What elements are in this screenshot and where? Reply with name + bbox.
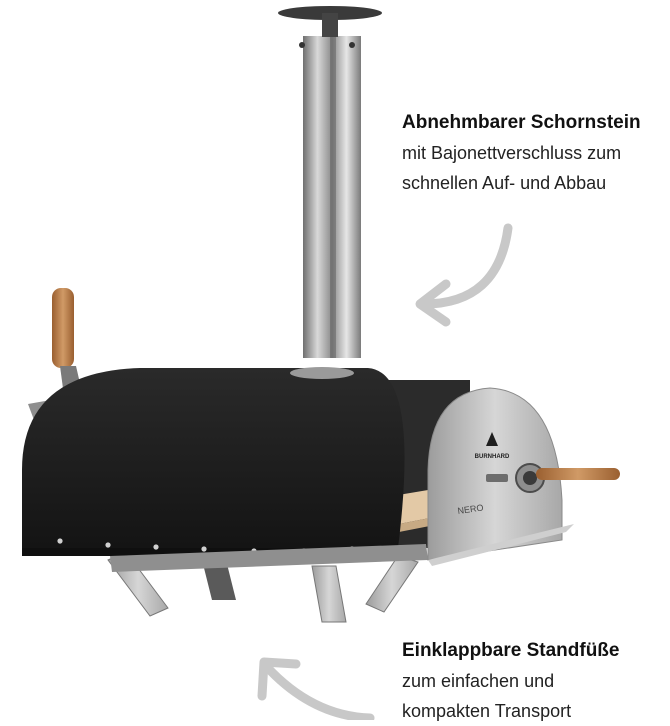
callout-legs: Einklappbare Standfüße zum einfachen und… (402, 636, 619, 726)
chimney-mount (290, 367, 354, 379)
door-latch (486, 474, 508, 482)
arrow-to-chimney (415, 223, 513, 327)
callout-legs-line1: zum einfachen und (402, 671, 555, 691)
chimney (278, 6, 382, 358)
callout-chimney: Abnehmbarer Schornstein mit Bajonettvers… (402, 108, 641, 198)
brand-logo (486, 432, 498, 446)
callout-chimney-title: Abnehmbarer Schornstein (402, 112, 641, 133)
peel-handle-right (536, 468, 620, 480)
arrow-to-legs (257, 657, 375, 720)
oven-body (22, 368, 405, 548)
callout-chimney-line1: mit Bajonettverschluss zum (402, 143, 622, 163)
front-panel: BURNHARD NERO (427, 387, 574, 566)
callout-legs-title: Einklappbare Standfüße (402, 640, 620, 661)
callout-chimney-line2: schnellen Auf- und Abbau (402, 173, 607, 193)
callout-legs-line2: kompakten Transport (402, 701, 572, 721)
model-name: NERO (457, 502, 484, 516)
brand-name: BURNHARD (475, 454, 510, 460)
